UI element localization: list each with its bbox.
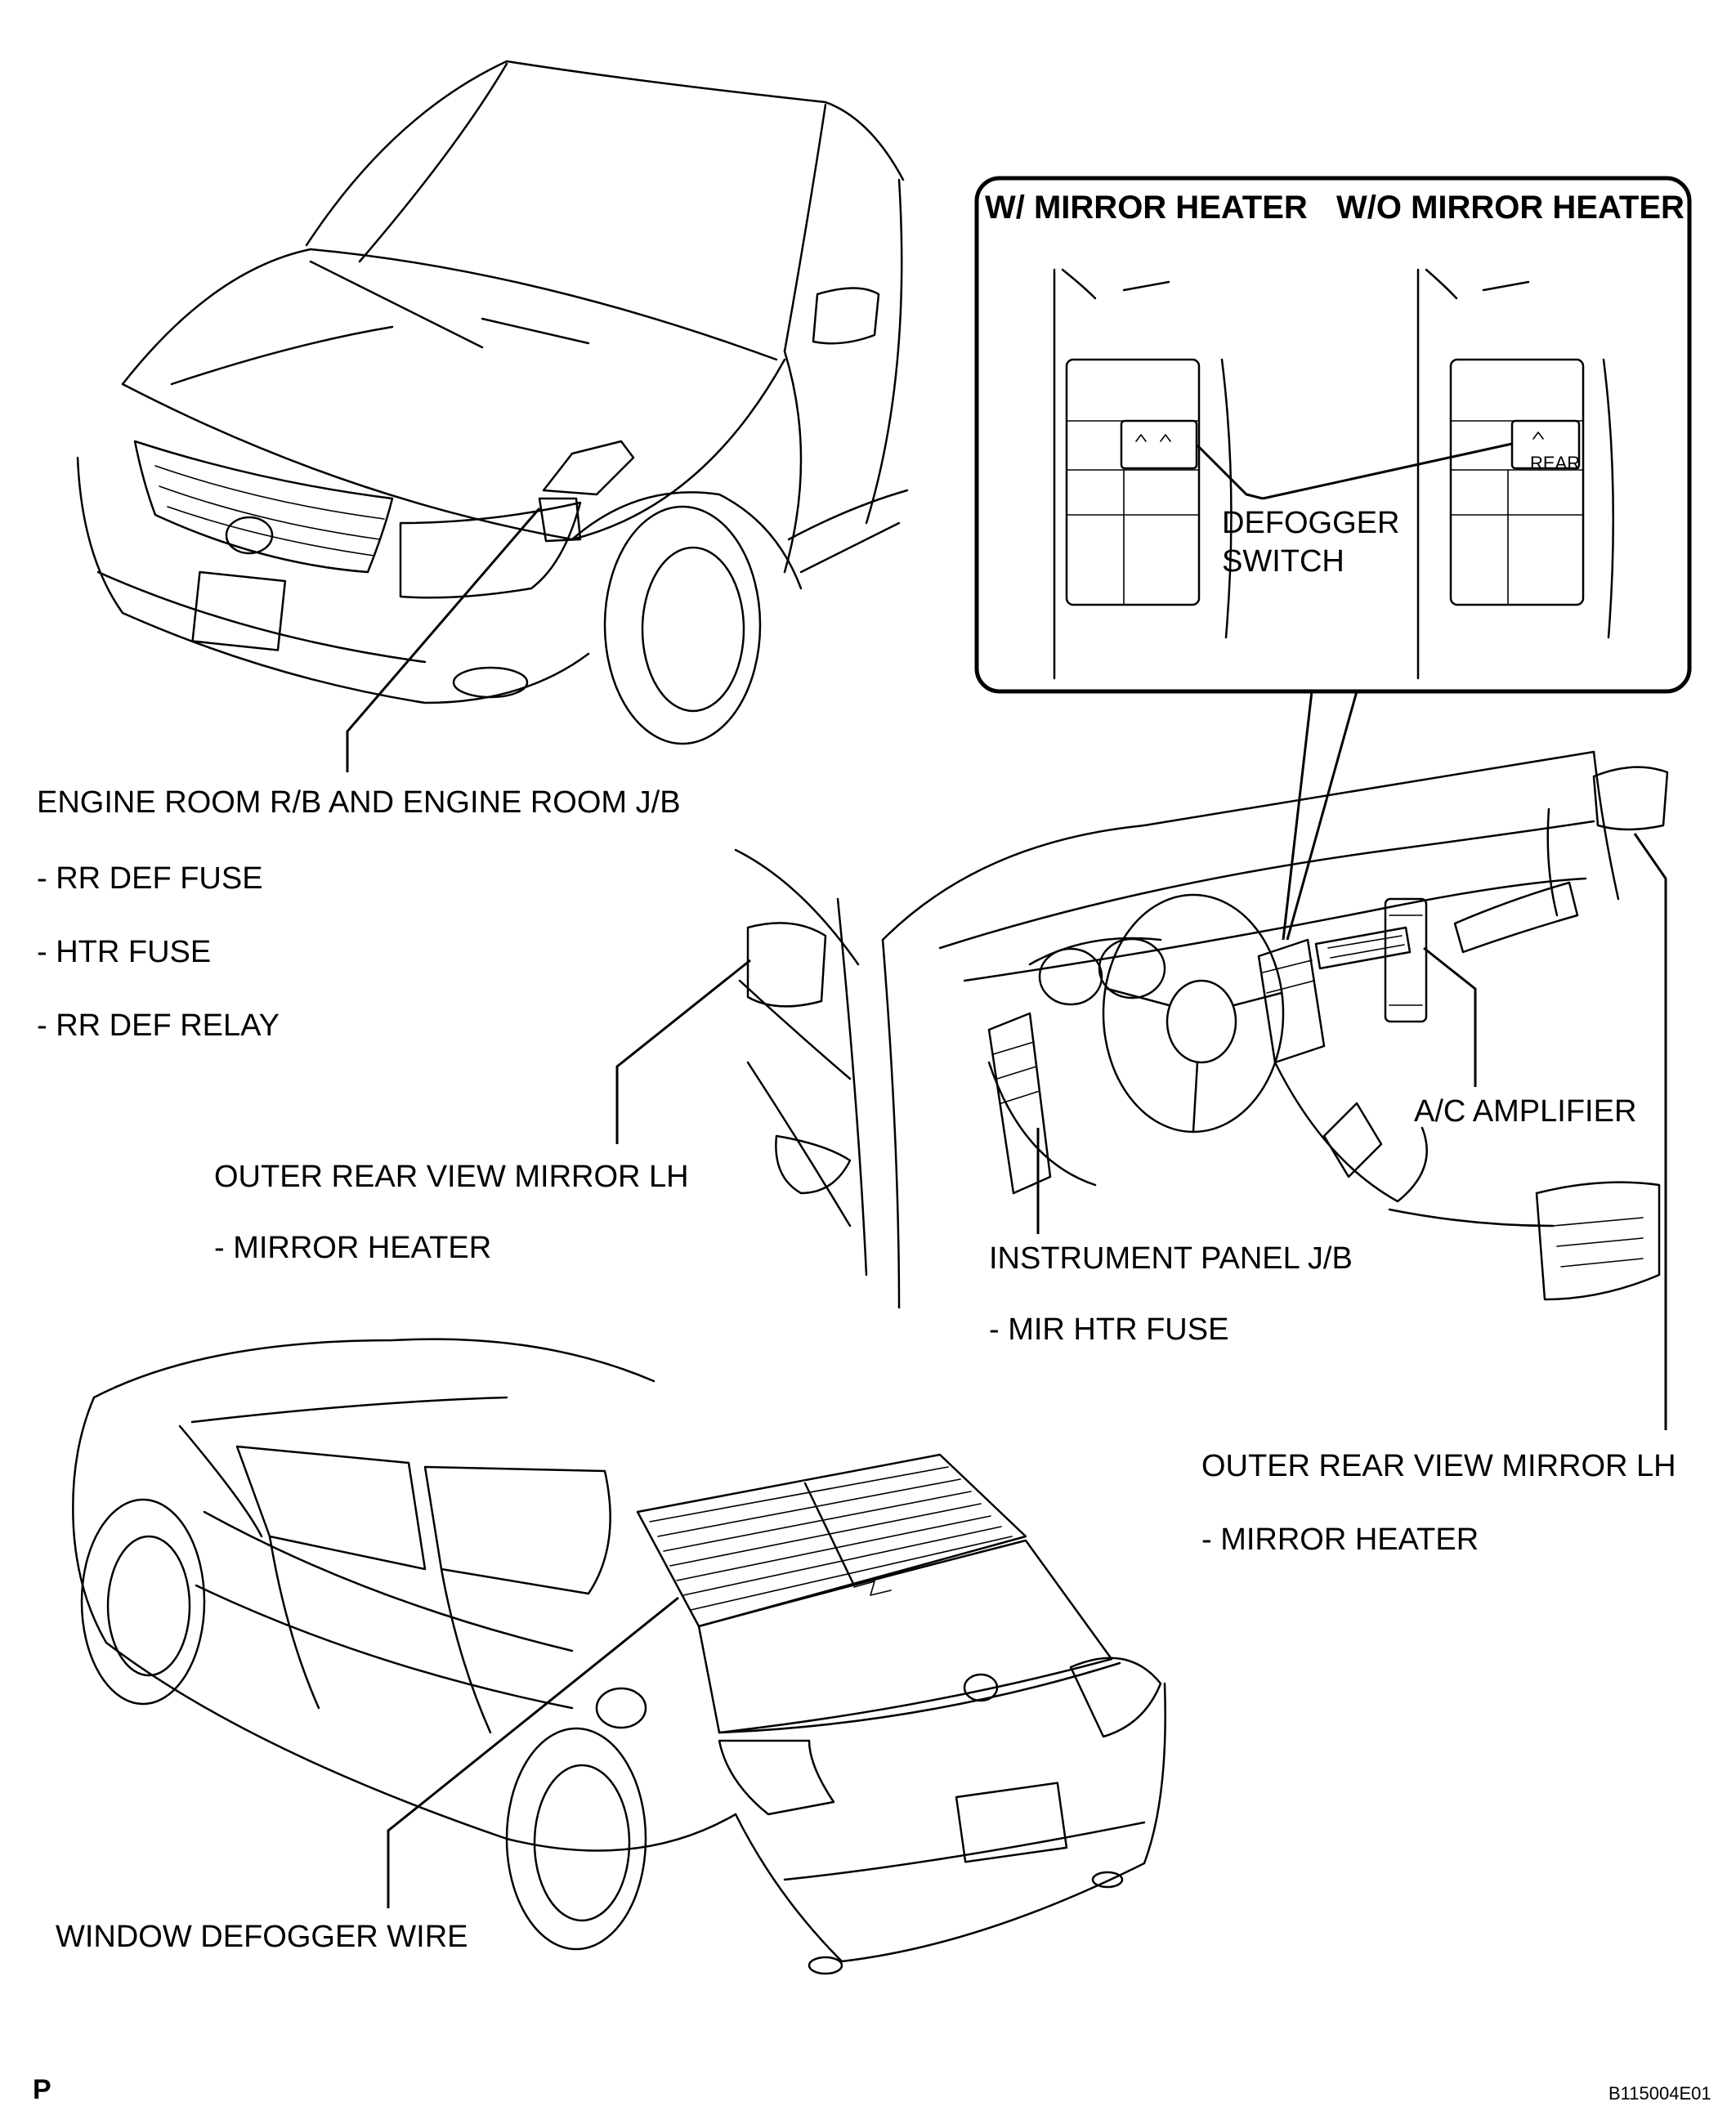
label-engine-room: ENGINE ROOM R/B AND ENGINE ROOM J/B — [37, 785, 681, 820]
defogger-switch-label-line2: SWITCH — [1222, 544, 1345, 579]
front-car-illustration — [76, 60, 909, 745]
switch-inset — [974, 176, 1692, 694]
label-outer-mirror-right: OUTER REAR VIEW MIRROR LH — [1201, 1449, 1676, 1483]
switch-rear-text: REAR — [1530, 453, 1581, 473]
inset-header-with-mirror-heater: W/ MIRROR HEATER — [985, 190, 1308, 226]
label-window-defogger-wire: WINDOW DEFOGGER WIRE — [56, 1920, 468, 1954]
rear-car-illustration — [72, 1338, 1166, 1975]
label-ac-amplifier: A/C AMPLIFIER — [1414, 1094, 1637, 1129]
figure-code: B115004E01 — [1608, 2083, 1711, 2104]
label-mirror-heater-right: - MIRROR HEATER — [1201, 1523, 1479, 1557]
label-outer-mirror-left: OUTER REAR VIEW MIRROR LH — [214, 1160, 689, 1194]
label-mir-htr-fuse: - MIR HTR FUSE — [989, 1312, 1229, 1347]
label-instrument-panel-jb: INSTRUMENT PANEL J/B — [989, 1241, 1353, 1276]
label-rr-def-relay: - RR DEF RELAY — [37, 1008, 280, 1043]
defogger-switch-label-line1: DEFOGGER — [1222, 506, 1400, 540]
callout-leaders — [346, 508, 1667, 1908]
inset-header-without-mirror-heater: W/O MIRROR HEATER — [1336, 190, 1685, 226]
label-rr-def-fuse: - RR DEF FUSE — [37, 861, 263, 896]
label-mirror-heater-left: - MIRROR HEATER — [214, 1231, 492, 1265]
label-htr-fuse: - HTR FUSE — [37, 935, 212, 969]
dashboard-illustration — [734, 750, 1669, 1309]
corner-letter: P — [33, 2074, 51, 2105]
